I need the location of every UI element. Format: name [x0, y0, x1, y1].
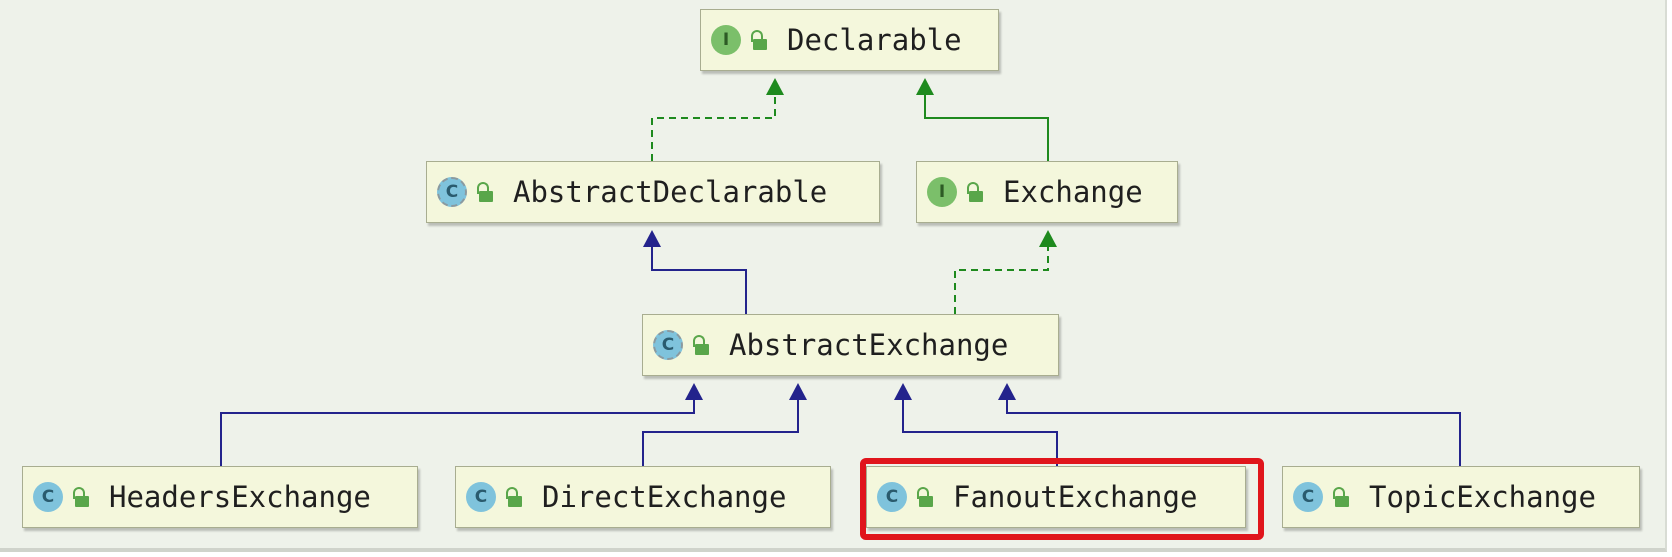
node-label: TopicExchange — [1369, 480, 1596, 514]
edge-topic_exchange-to-abstract_exchange — [1006, 397, 1461, 466]
class-icon: C — [1293, 482, 1323, 512]
node-label: AbstractExchange — [729, 328, 1009, 362]
abstract-class-icon: C — [437, 177, 467, 207]
node-exchange[interactable]: I Exchange — [916, 161, 1178, 223]
node-label: AbstractDeclarable — [513, 175, 828, 209]
unlock-icon — [504, 484, 522, 510]
unlock-icon — [71, 484, 89, 510]
unlock-icon — [1331, 484, 1349, 510]
interface-icon: I — [711, 25, 741, 55]
arrowhead-direct_exchange-to-abstract_exchange — [789, 383, 807, 400]
unlock-icon — [691, 332, 709, 358]
edge-fanout_exchange-to-abstract_exchange — [902, 397, 1058, 466]
node-label: DirectExchange — [542, 480, 787, 514]
node-declarable[interactable]: I Declarable — [700, 9, 999, 71]
node-label: HeadersExchange — [109, 480, 371, 514]
class-icon: C — [466, 482, 496, 512]
class-icon: C — [877, 482, 907, 512]
edge-abstract_exchange-to-abstract_declarable — [651, 244, 747, 314]
arrowhead-abstract_declarable-to-declarable — [766, 78, 784, 95]
arrowhead-exchange-to-declarable — [916, 78, 934, 95]
node-abstract-declarable[interactable]: C AbstractDeclarable — [426, 161, 880, 223]
abstract-class-icon: C — [653, 330, 683, 360]
node-topic-exchange[interactable]: C TopicExchange — [1282, 466, 1640, 528]
node-label: Exchange — [1003, 175, 1143, 209]
arrowhead-abstract_exchange-to-abstract_declarable — [643, 230, 661, 247]
edge-abstract_declarable-to-declarable — [651, 92, 776, 161]
class-icon: C — [33, 482, 63, 512]
node-direct-exchange[interactable]: C DirectExchange — [455, 466, 831, 528]
highlight-box — [860, 458, 1264, 540]
edge-abstract_exchange-to-exchange — [954, 244, 1049, 314]
arrowhead-headers_exchange-to-abstract_exchange — [685, 383, 703, 400]
edge-exchange-to-declarable — [924, 92, 1049, 161]
unlock-icon — [475, 179, 493, 205]
node-headers-exchange[interactable]: C HeadersExchange — [22, 466, 418, 528]
unlock-icon — [965, 179, 983, 205]
node-label: Declarable — [787, 23, 962, 57]
edges-layer — [220, 78, 1461, 466]
arrowhead-abstract_exchange-to-exchange — [1039, 230, 1057, 247]
interface-icon: I — [927, 177, 957, 207]
unlock-icon — [749, 27, 767, 53]
arrowhead-topic_exchange-to-abstract_exchange — [998, 383, 1016, 400]
node-label: FanoutExchange — [953, 480, 1198, 514]
node-fanout-exchange[interactable]: C FanoutExchange — [866, 466, 1246, 528]
edge-direct_exchange-to-abstract_exchange — [642, 397, 799, 466]
unlock-icon — [915, 484, 933, 510]
edge-headers_exchange-to-abstract_exchange — [220, 397, 695, 466]
arrowhead-fanout_exchange-to-abstract_exchange — [894, 383, 912, 400]
node-abstract-exchange[interactable]: C AbstractExchange — [642, 314, 1059, 376]
